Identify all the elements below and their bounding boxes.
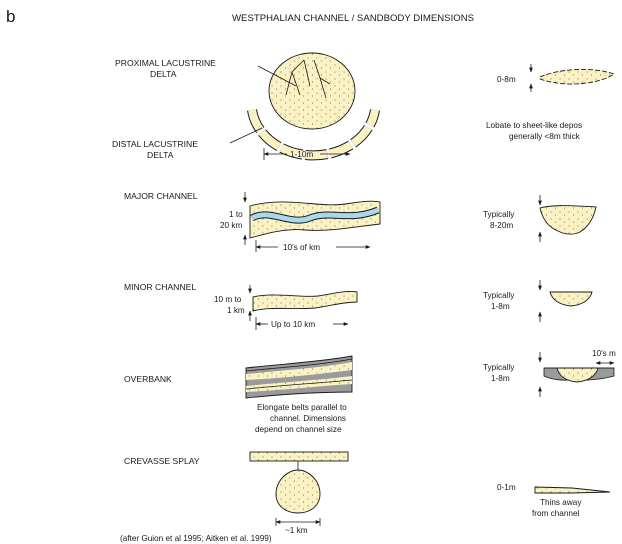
crevasse-width-dimension: ~1 km (276, 518, 320, 535)
distal-delta-label-1: DISTAL LACUSTRINE (112, 139, 198, 149)
major-channel-thickness-dimension: Typically 8-20m (483, 195, 540, 242)
major-width-1: 1 to (229, 210, 243, 219)
crevasse-note-1: Thins away (540, 498, 582, 507)
minor-channel-length-dimension: Up to 10 km (256, 317, 348, 330)
overbank-note-3: depend on channel size (255, 425, 342, 434)
minor-width-2: 1 km (227, 306, 245, 315)
overbank-plan (246, 356, 352, 398)
major-channel-width-dimension: 1 to 20 km (220, 192, 245, 245)
panel-letter: b (6, 7, 15, 26)
minor-channel-cross-section (550, 292, 592, 306)
delta-note-1: Lobate to sheet-like depos (486, 121, 582, 130)
minor-channel-width-dimension: 10 m to 1 km (214, 285, 250, 321)
major-length-label: 10's of km (283, 243, 320, 252)
overbank-note-1: Elongate belts parallel to (257, 403, 347, 412)
overbank-note-2: channel. Dimensions (270, 414, 346, 423)
overbank-lateral-label: 10's m (592, 349, 616, 358)
delta-thickness-dimension: 0-8m (497, 64, 531, 92)
major-thickness-2: 8-20m (490, 221, 513, 230)
overbank-thickness-dimension: Typically 1-8m (483, 352, 540, 397)
citation: (after Guion et al 1995; Aitken et al. 1… (120, 534, 272, 543)
major-channel-cross-section (540, 206, 596, 234)
crevasse-thickness-label: 0-1m (497, 483, 516, 492)
distal-delta-label-2: DELTA (147, 150, 174, 160)
minor-length-label: Up to 10 km (271, 320, 315, 329)
crevasse-splay-plan (250, 452, 348, 513)
crevasse-width-label: ~1 km (285, 526, 308, 535)
delta-cross-section (540, 69, 614, 84)
major-channel-length-dimension: 10's of km (256, 240, 370, 252)
major-channel-label: MAJOR CHANNEL (124, 191, 198, 201)
minor-width-1: 10 m to (214, 295, 242, 304)
minor-channel-plan (253, 291, 357, 311)
delta-note-2: generally <8m thick (509, 132, 581, 141)
delta-thickness-label: 0-8m (497, 75, 516, 84)
crevasse-note-2: from channel (532, 509, 580, 518)
overbank-cross-section (544, 368, 614, 382)
major-width-2: 20 km (220, 221, 242, 230)
overbank-label: OVERBANK (124, 374, 172, 384)
distal-leader-line (230, 128, 262, 143)
proximal-delta-label-1: PROXIMAL LACUSTRINE (115, 58, 216, 68)
minor-channel-thickness-dimension: Typically 1-8m (483, 280, 540, 322)
overbank-thickness-2: 1-8m (491, 374, 510, 383)
crevasse-cross-section (535, 487, 610, 493)
diagram-title: WESTPHALIAN CHANNEL / SANDBODY DIMENSION… (232, 13, 474, 24)
major-thickness-1: Typically (483, 210, 515, 219)
proximal-delta-label-2: DELTA (150, 69, 177, 79)
crevasse-splay-label: CREVASSE SPLAY (124, 456, 200, 466)
minor-channel-label: MINOR CHANNEL (124, 282, 196, 292)
delta-width-label: 1-10m (290, 150, 313, 159)
minor-thickness-2: 1-8m (491, 302, 510, 311)
proximal-delta-lobe (269, 53, 355, 129)
overbank-thickness-1: Typically (483, 363, 515, 372)
lacustrine-delta-plan (252, 53, 375, 155)
minor-thickness-1: Typically (483, 291, 515, 300)
major-channel-plan (250, 201, 380, 238)
